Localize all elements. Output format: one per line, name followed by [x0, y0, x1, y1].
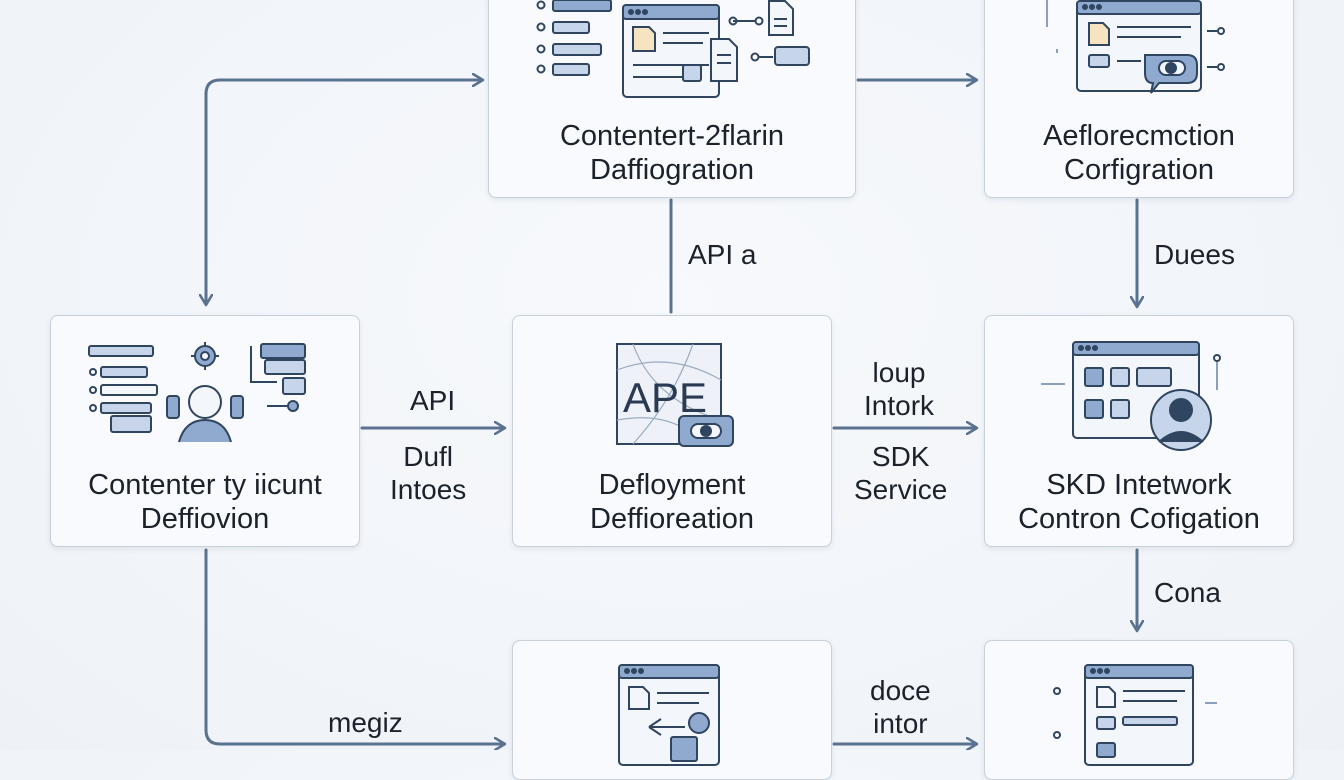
content-flow-illustration-icon	[536, 0, 810, 98]
edge-label-loup-intork: loup Intork	[864, 357, 935, 421]
node-aeflo-config[interactable]: Aeflorecmction Corfigration	[984, 0, 1294, 198]
edge-label-sdk-service: SDK Service	[854, 441, 948, 505]
network-control-window-icon	[1041, 341, 1221, 451]
edge-label-dues: Duees	[1154, 239, 1235, 270]
node-deployment[interactable]: APE Defloyment Deffioreation	[512, 315, 832, 547]
node-bottom-middle[interactable]	[512, 640, 832, 780]
content-def-title: Contenter ty iicunt Deffiovion	[88, 469, 322, 535]
node-content-def[interactable]: Contenter ty iicunt Deffiovion	[50, 315, 360, 547]
edge-label-api: API	[410, 385, 456, 416]
settings-window-icon	[1053, 664, 1217, 766]
node-skd-network[interactable]: SKD Intetwork Contron Cofigation	[984, 315, 1294, 547]
content-definition-illustration-icon	[88, 342, 306, 443]
configuration-window-icon	[1046, 0, 1225, 94]
skd-network-title: SKD Intetwork Contron Cofigation	[1018, 469, 1260, 535]
deployment-icon-text: APE	[623, 374, 707, 421]
arrow-bottom-left	[204, 548, 504, 744]
edge-label-doce-intor: doce intor	[870, 675, 931, 739]
node-bottom-right[interactable]	[984, 640, 1294, 780]
document-window-icon	[618, 664, 720, 766]
edge-label-dufl-intoes: Dufl Intoes	[390, 441, 467, 505]
arrow-to-content-flow	[204, 80, 482, 302]
content-flow-title: Contentert-2flarin Daffiogration	[559, 120, 785, 186]
deployment-ape-icon: APE	[616, 343, 734, 447]
edge-label-api-a: API a	[688, 239, 757, 270]
edge-label-megiz: megiz	[328, 707, 403, 738]
node-content-flow[interactable]: Contentert-2flarin Daffiogration	[488, 0, 856, 198]
edge-label-cona: Cona	[1154, 577, 1221, 608]
deployment-title: Defloyment Deffioreation	[590, 469, 754, 535]
connector-layer	[0, 0, 1344, 750]
aeflo-config-title: Aeflorecmction Corfigration	[1043, 120, 1235, 186]
